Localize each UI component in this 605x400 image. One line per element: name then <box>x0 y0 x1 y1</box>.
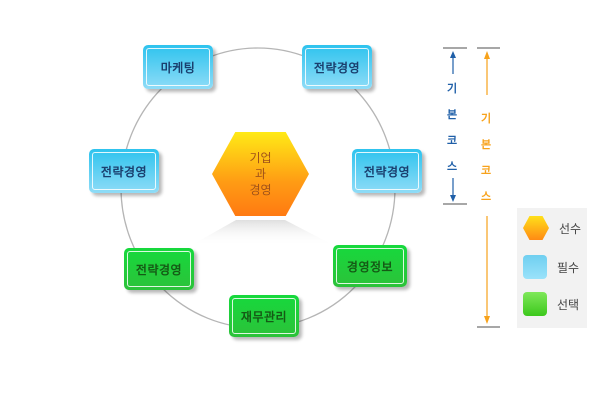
legend-label: 선택 <box>557 297 580 312</box>
course-node-strategy-right[interactable]: 전략경영 <box>352 149 422 193</box>
course-label-blue: 기 본 코 스 <box>447 76 457 180</box>
legend: 선수 필수 선택 <box>517 208 587 328</box>
course-marker-orange <box>477 47 500 328</box>
legend-item-prerequisite: 선수 <box>523 216 581 240</box>
node-label: 재무관리 <box>240 309 288 324</box>
course-node-strategy-bottom-left[interactable]: 전략경영 <box>124 248 194 290</box>
char: 본 <box>447 108 458 121</box>
hexagon-swatch-icon <box>523 216 549 240</box>
course-node-marketing[interactable]: 마케팅 <box>143 45 213 89</box>
legend-label: 필수 <box>557 260 580 275</box>
green-square-swatch-icon <box>523 292 547 316</box>
course-node-strategy-left[interactable]: 전략경영 <box>89 149 159 193</box>
char: 코 <box>481 164 492 177</box>
course-label-orange: 기 본 코 스 <box>481 106 491 210</box>
course-node-finance[interactable]: 재무관리 <box>229 295 299 337</box>
legend-label: 선수 <box>559 221 582 236</box>
hexagon-shape <box>212 132 309 216</box>
node-label: 전략경영 <box>100 164 148 179</box>
node-label: 마케팅 <box>160 60 196 75</box>
node-label: 전략경영 <box>313 60 361 75</box>
course-node-strategy-top-right[interactable]: 전략경영 <box>302 45 372 89</box>
char: 스 <box>447 160 458 173</box>
center-line-3: 경영 <box>249 183 272 197</box>
course-node-mis[interactable]: 경영정보 <box>333 245 407 287</box>
legend-item-elective: 선택 <box>523 292 579 316</box>
center-line-2: 과 <box>254 167 267 181</box>
node-label: 경영정보 <box>346 259 394 274</box>
char: 스 <box>481 190 492 203</box>
legend-item-required: 필수 <box>523 255 579 279</box>
char: 본 <box>481 138 492 151</box>
blue-square-swatch-icon <box>523 255 547 279</box>
char: 기 <box>481 112 492 125</box>
center-line-1: 기업 <box>249 151 272 165</box>
char: 기 <box>447 82 458 95</box>
course-marker-blue <box>443 47 467 205</box>
hexagon-reflection <box>190 220 335 246</box>
center-course-hexagon[interactable]: 기업 과 경영 <box>212 132 309 216</box>
char: 코 <box>447 134 458 147</box>
node-label: 전략경영 <box>363 164 411 179</box>
node-label: 전략경영 <box>135 262 183 277</box>
